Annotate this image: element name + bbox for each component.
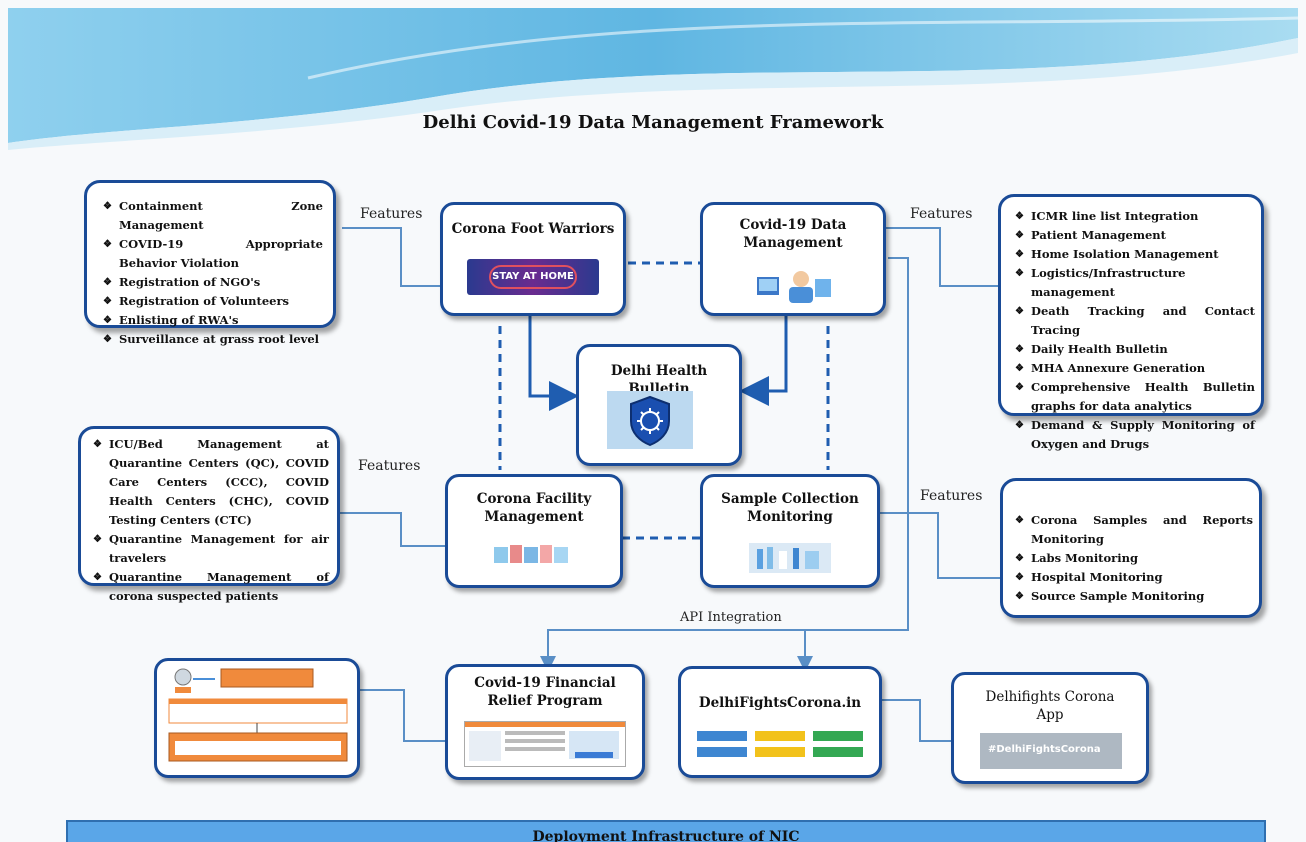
financial-relief-node: Covid-19 Financial Relief Program [445,664,645,780]
feature-item: ❖Hospital Monitoring [1015,570,1163,584]
sample-features-panel: ❖Corona Samples and Reports Monitoring ❖… [1000,478,1262,618]
node-title: Covid-19 Data Management [739,217,847,251]
feature-item: ❖Quarantine Management for air travelers [93,532,329,565]
feature-item: ❖Corona Samples and Reports Monitoring [1015,513,1253,546]
connectors [340,227,1000,742]
diagram-frame: Delhi Covid-19 Data Management Framework [8,8,1298,842]
node-title: Corona Foot Warriors [451,221,615,237]
delhifightscorona-in-node: DelhiFightsCorona.in [678,666,882,778]
node-title: Covid-19 Financial Relief Program [474,675,616,709]
feature-item: ❖MHA Annexure Generation [1015,361,1206,375]
facility-features-panel: ❖ICU/Bed Management at Quarantine Center… [78,426,340,603]
feature-item: ❖Demand & Supply Monitoring of Oxygen an… [1015,418,1255,451]
feature-item: ❖Comprehensive Health Bulletin graphs fo… [1015,380,1255,413]
feature-item: ❖ICMR line list Integration [1015,209,1199,223]
feature-item: ❖Enlisting of RWA's [103,313,239,327]
feature-item: ❖Logistics/Infrastructure management [1015,266,1186,299]
feature-item: ❖Daily Health Bulletin [1015,342,1168,356]
feature-item: ❖Registration of Volunteers [103,294,290,308]
financial-relief-form-screenshot [154,658,360,778]
shield-icon [607,391,693,449]
stay-at-home-text: STAY AT HOME [492,271,574,282]
deployment-infrastructure-bar: Deployment Infrastructure of NIC [66,820,1266,842]
feature-item: ❖ICU/Bed Management at Quarantine Center… [93,437,329,527]
header-wave [8,8,1298,150]
features-label: Features [360,206,423,222]
facility-image [494,543,576,565]
corona-foot-warriors-node: Corona Foot Warriors STAY AT HOME [440,202,626,316]
diagram-title: Delhi Covid-19 Data Management Framework [422,112,884,133]
sample-image [749,543,831,573]
api-integration-label: API Integration [680,610,782,625]
features-label: Features [358,458,421,474]
feature-item: ❖Death Tracking and Contact Tracing [1015,304,1255,337]
feature-item: ❖Source Sample Monitoring [1015,589,1205,603]
app-banner-text: #DelhiFightsCorona [988,744,1101,755]
financial-relief-screenshot [464,721,626,767]
stay-at-home-image: STAY AT HOME [467,259,599,295]
node-title: Sample Collection Monitoring [721,491,859,525]
app-banner-image: #DelhiFightsCorona [980,733,1122,769]
feature-item: ❖Quarantine Management of corona suspect… [93,570,329,603]
corona-facility-management-node: Corona Facility Management [445,474,623,588]
foot-warriors-features-panel: ❖Containment Zone Management ❖COVID-19 A… [84,180,336,346]
feature-item: ❖Registration of NGO's [103,275,261,289]
delhi-health-bulletin-node: Delhi Health Bulletin [576,344,742,466]
features-label: Features [910,206,973,222]
feature-item: ❖COVID-19 Appropriate Behavior Violation [103,237,323,270]
feature-item: ❖Home Isolation Management [1015,247,1219,261]
node-title: Corona Facility Management [476,491,592,525]
feature-item: ❖Labs Monitoring [1015,551,1138,565]
node-title: Delhifights Corona App [985,689,1115,723]
website-tiles [697,731,863,759]
feature-item: ❖Containment Zone Management [103,199,323,232]
sample-collection-monitoring-node: Sample Collection Monitoring [700,474,880,588]
feature-item: ❖Surveillance at grass root level [103,332,320,346]
covid-data-management-node: Covid-19 Data Management [700,202,886,316]
node-title: DelhiFightsCorona.in [698,695,862,711]
features-label: Features [920,488,983,504]
feature-item: ❖Patient Management [1015,228,1166,242]
data-management-features-panel: ❖ICMR line list Integration ❖Patient Man… [998,194,1264,451]
delhifights-app-node: Delhifights Corona App #DelhiFightsCoron… [951,672,1149,784]
data-management-image [757,269,831,303]
